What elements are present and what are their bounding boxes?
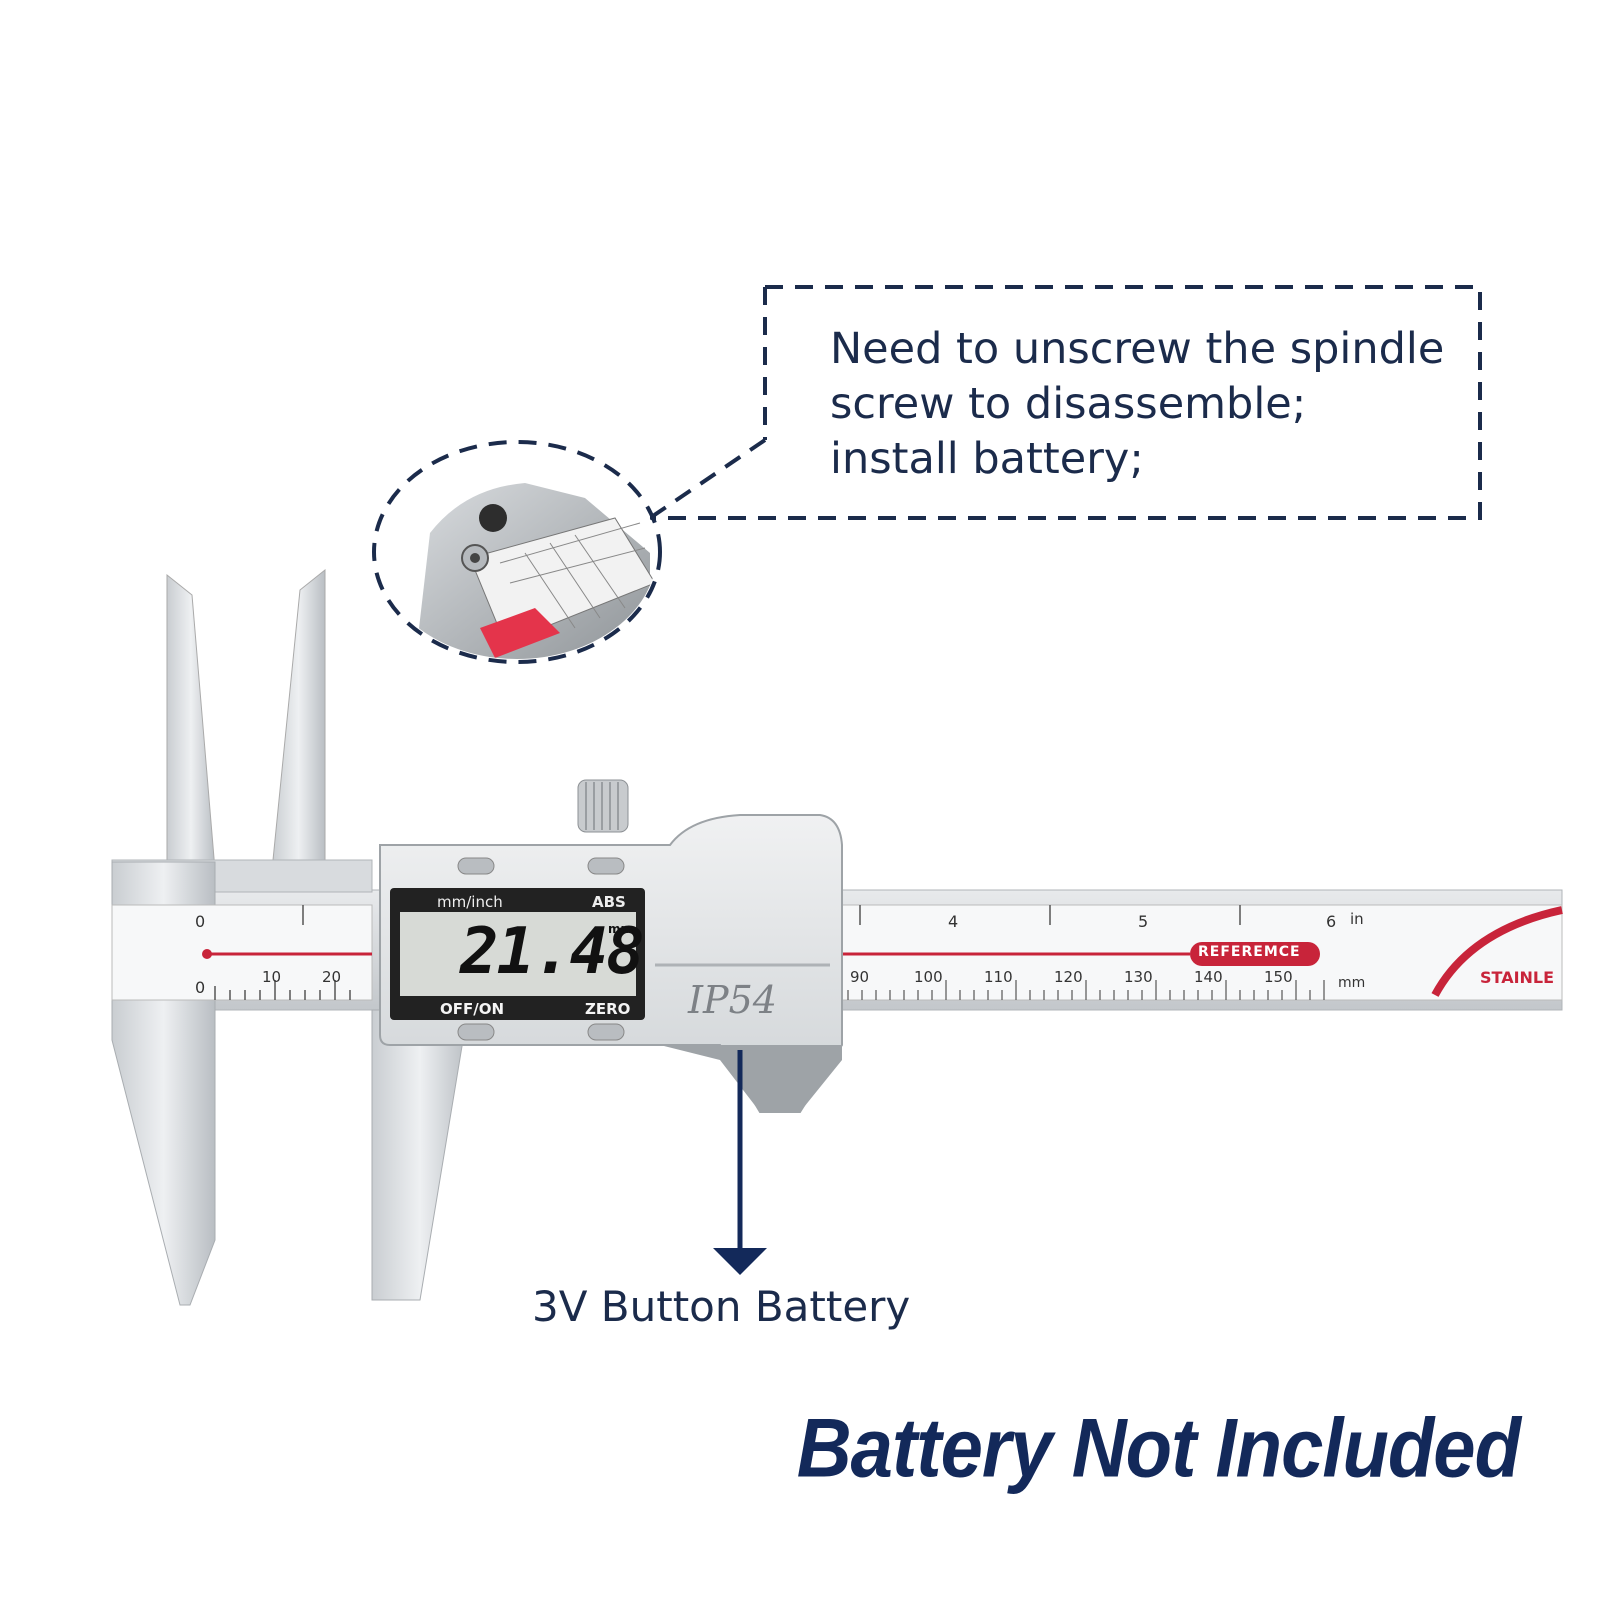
callout-text: Need to unscrew the spindle screw to dis… bbox=[830, 322, 1450, 487]
mm-tick-label: 130 bbox=[1124, 968, 1153, 986]
callout-line-2: screw to disassemble; bbox=[830, 379, 1307, 429]
callout-line-1: Need to unscrew the spindle bbox=[830, 324, 1445, 374]
mm-tick-label: 20 bbox=[322, 968, 342, 986]
mm-unit-label: mm bbox=[1338, 975, 1366, 991]
mm-tick-label: 150 bbox=[1264, 968, 1293, 986]
mm-tick-label: 140 bbox=[1194, 968, 1223, 986]
reference-label: REFEREMCE bbox=[1198, 944, 1301, 960]
inch-scale-zero: 0 bbox=[195, 912, 206, 931]
zero-button: ZERO bbox=[585, 1000, 631, 1018]
battery-type-label: 3V Button Battery bbox=[532, 1282, 911, 1331]
inch-unit-label: in bbox=[1350, 910, 1364, 928]
mm-tick-label: 90 bbox=[850, 968, 870, 986]
brand-text: STAINLE bbox=[1480, 968, 1555, 987]
inch-tick-label: 6 bbox=[1326, 912, 1337, 931]
inch-tick-label: 4 bbox=[948, 912, 959, 931]
lcd-reading: 21.48 bbox=[460, 915, 645, 989]
spindle-screw-detail bbox=[377, 445, 657, 659]
lcd-abs-label: ABS bbox=[592, 893, 626, 911]
callout-line-3: install battery; bbox=[830, 434, 1144, 484]
mm-tick-label: 10 bbox=[262, 968, 282, 986]
off-on-button: OFF/ON bbox=[440, 1000, 505, 1018]
mm-tick-label: 110 bbox=[984, 968, 1013, 986]
ip-rating: IP54 bbox=[688, 978, 777, 1022]
mm-tick-label: 100 bbox=[914, 968, 943, 986]
lcd-unit: mm bbox=[608, 922, 634, 936]
lcd-mode-label: mm/inch bbox=[437, 893, 503, 911]
inch-tick-label: 5 bbox=[1138, 912, 1149, 931]
battery-not-included-banner: Battery Not Included bbox=[796, 1401, 1521, 1496]
mm-tick-label: 120 bbox=[1054, 968, 1083, 986]
mm-scale-zero: 0 bbox=[195, 978, 206, 997]
